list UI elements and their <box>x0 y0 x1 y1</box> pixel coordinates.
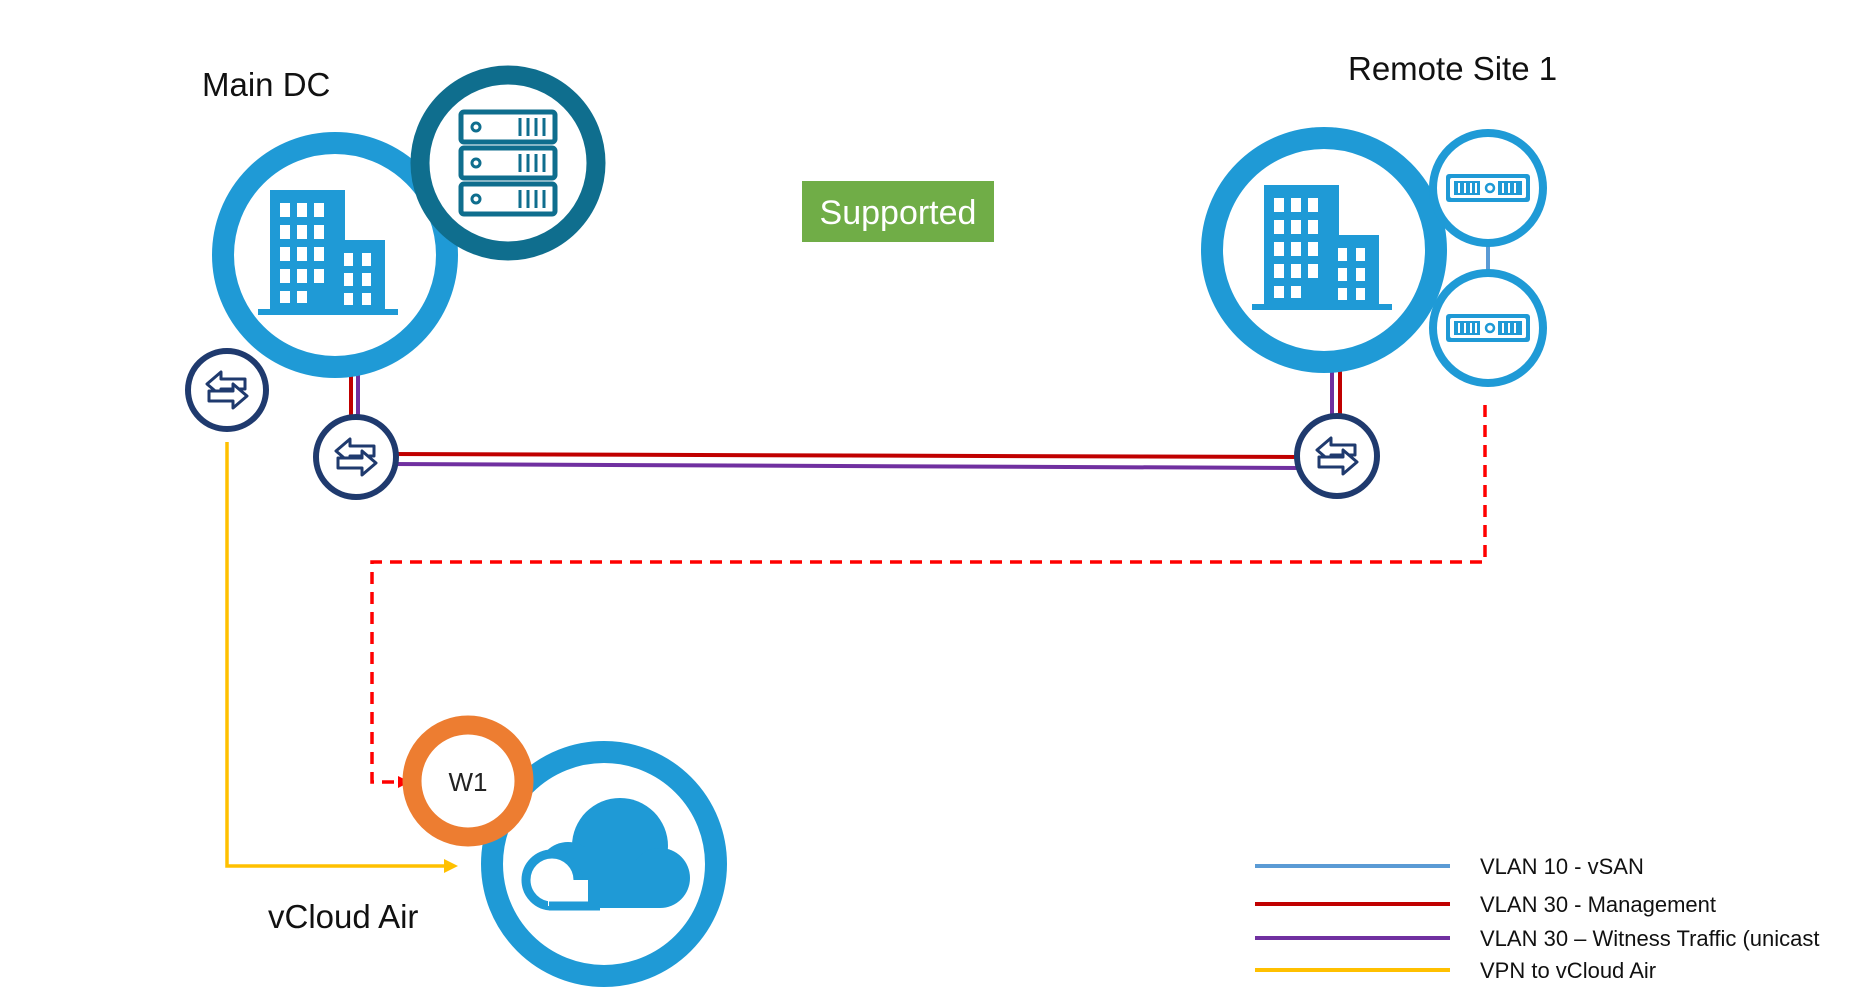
dashed-witness-link <box>370 405 1487 784</box>
remote-site-label: Remote Site 1 <box>1348 50 1557 87</box>
server-rack-icon <box>410 65 606 261</box>
legend-label-witness: VLAN 30 – Witness Traffic (unicast <box>1480 926 1820 951</box>
svg-text:Supported: Supported <box>820 194 977 232</box>
supported-badge: Supported <box>802 181 994 242</box>
main-dc-router <box>313 414 399 500</box>
remote-host-1 <box>1429 129 1547 247</box>
link-management <box>389 452 1301 459</box>
legend-label-management: VLAN 30 - Management <box>1480 892 1716 917</box>
legend: VLAN 10 - vSAN VLAN 30 - Management VLAN… <box>1255 854 1820 983</box>
remote-host-2 <box>1429 269 1547 387</box>
witness-node: W1 <box>402 715 534 847</box>
main-dc-label: Main DC <box>202 66 330 103</box>
remote-site-router <box>1294 413 1380 499</box>
cloud-icon <box>521 798 690 911</box>
legend-label-vsan: VLAN 10 - vSAN <box>1480 854 1644 879</box>
server-host-icon <box>1444 312 1532 344</box>
vpn-arrowhead <box>444 859 458 873</box>
server-host-icon <box>1444 172 1532 204</box>
legend-label-vpn: VPN to vCloud Air <box>1480 958 1656 983</box>
svg-text:W1: W1 <box>449 767 488 797</box>
link-witness-traffic <box>389 462 1301 470</box>
vpn-link <box>225 442 445 868</box>
vcloud-label: vCloud Air <box>268 898 418 935</box>
main-dc-vpn-router <box>185 348 269 432</box>
